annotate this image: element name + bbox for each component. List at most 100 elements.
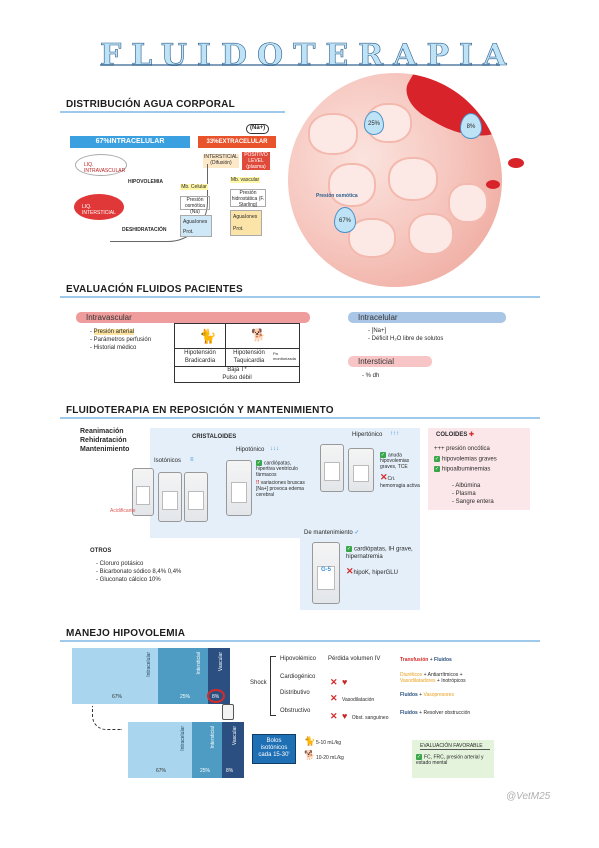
section-title-fluidoterapia: FLUIDOTERAPIA EN REPOSICIÓN Y MANTENIMIE… bbox=[66, 405, 334, 416]
vital-signs-table: 🐈 🐕 Hipotensión Bradicardia Hipotensión … bbox=[174, 323, 300, 383]
intracelular-pill: Intracelular bbox=[348, 312, 506, 323]
perdida-label: Pérdida volumen IV bbox=[328, 656, 381, 662]
bolus-text: Bolos isotónicos cada 15-30' bbox=[258, 738, 290, 759]
note-check: ✓cardiópatas, IH grave, hipernatremia bbox=[346, 546, 416, 562]
section-underline bbox=[60, 640, 540, 642]
note-warning: !! variaciones bruscas [Na+] provoca ede… bbox=[256, 480, 308, 498]
extracellular-header: 33%EXTRACELULAR bbox=[198, 136, 276, 148]
isotonicos-label: Isotónicos bbox=[154, 458, 182, 464]
highlight-circle bbox=[207, 689, 225, 703]
evaluation-box: EVALUACIÓN FAVORABLE ✓FC, FRC, presión a… bbox=[412, 740, 494, 778]
table-divider bbox=[175, 366, 299, 367]
red-blood-cell bbox=[508, 158, 524, 168]
intersticial-list: - % dh bbox=[362, 372, 379, 380]
coloides-panel bbox=[428, 428, 530, 510]
bar-label: Intracelular bbox=[146, 652, 152, 677]
check-icon: ✓ bbox=[256, 460, 262, 466]
section-title-evaluacion: EVALUACIÓN FLUIDOS PACIENTES bbox=[66, 284, 243, 295]
note-check: ✓cardiópatas, hipertiva ventrículo fárma… bbox=[256, 460, 308, 478]
treat-text: Antiarrítmicos bbox=[427, 672, 459, 678]
bag-mantenimiento: G-5 bbox=[312, 542, 340, 604]
indications-list: Reanimación Rehidratación Mantenimiento bbox=[80, 427, 129, 454]
hipotonico-label: Hipotónico bbox=[236, 447, 265, 453]
dog-icon: 🐕 bbox=[304, 750, 316, 760]
vascular-label: POSITIVO LEVEL (plasma) bbox=[242, 152, 270, 170]
intravascular-list: - Presión arterial - Parámetros perfusió… bbox=[90, 328, 151, 352]
obst-note: Obst. sanguíneo bbox=[351, 715, 389, 721]
note-text: cardiópatas, IH grave, hipernatremia bbox=[346, 546, 413, 561]
section-underline bbox=[60, 111, 285, 113]
hipertonico-notes: ✓anuda hipovolemias graves, TCE ✕Cri. he… bbox=[380, 452, 420, 489]
treat-text: Fluidos bbox=[400, 710, 418, 716]
tissue-cell bbox=[448, 183, 488, 223]
indication-item: Mantenimiento bbox=[80, 446, 130, 454]
cat-icon: 🐈 bbox=[304, 736, 316, 746]
bolus-box bbox=[252, 734, 296, 764]
water-drop-intersticial: 25% bbox=[364, 111, 384, 135]
list-item: - Déficit H₂O libre de solutos bbox=[368, 336, 444, 343]
hipotonico-arrows: ↓↓↓ bbox=[270, 446, 279, 452]
bar-chart-bottom: Intracelular Intersticial Vascular 67% 2… bbox=[128, 722, 244, 778]
iones-label: Iones bbox=[195, 219, 208, 225]
bar-intersticial bbox=[192, 722, 222, 778]
bag-hipertonico-1 bbox=[320, 444, 344, 492]
note-text: hipoK, hiperGLU bbox=[353, 569, 398, 576]
mb-vascular-label: Mb. vascular bbox=[230, 177, 260, 183]
section-title-distribucion: DISTRIBUCIÓN AGUA CORPORAL bbox=[66, 99, 235, 110]
note-x: ✕hipoK, hiperGLU bbox=[346, 566, 416, 578]
bar-intersticial bbox=[158, 648, 208, 704]
obst-cell: ✕ ♥ Obst. sanguíneo bbox=[330, 706, 389, 724]
evaluation-body: FC, FRC, presión arterial y estado menta… bbox=[416, 754, 484, 767]
treat-text: Inotrópicos bbox=[441, 678, 466, 684]
shock-type: Hipovolémico bbox=[280, 656, 317, 662]
list-item-text: Gluconato cálcico 10% bbox=[99, 577, 161, 584]
section-underline bbox=[60, 296, 540, 298]
table-divider bbox=[225, 324, 226, 366]
liq-intravascular-label: LIQ. INTRAVASCULAR bbox=[84, 162, 126, 174]
bag-hipotonico bbox=[226, 460, 252, 516]
note-text: cardiópatas, hipertiva ventrículo fármac… bbox=[256, 460, 298, 479]
list-item: - Bicarbonato sódico 8,4% 0,4% bbox=[96, 569, 182, 576]
title-underline bbox=[100, 64, 500, 66]
coloides-title: COLOIDES ✚ bbox=[436, 432, 474, 440]
list-item: - Gluconato cálcico 10% bbox=[96, 577, 161, 584]
pct-vascular: 8% bbox=[466, 124, 476, 130]
dog-signs: Hipotensión Taquicardia bbox=[233, 350, 265, 364]
hipertonico-arrows: ↑↑↑ bbox=[390, 431, 399, 437]
note-x: ✕Cri. hemorragia activa bbox=[380, 472, 420, 489]
coloides-content: +++ presión oncótica ✓hipovolemias grave… bbox=[434, 446, 528, 506]
list-item: - Parámetros perfusión bbox=[90, 337, 152, 344]
dist-note: Vasodilatación bbox=[342, 697, 375, 703]
bar-intracelular bbox=[128, 722, 192, 778]
bar-intracelular bbox=[72, 648, 158, 704]
list-item-text: Presión arterial bbox=[93, 329, 135, 335]
list-item-text: Déficit H₂O libre de solutos bbox=[371, 336, 444, 343]
bar-pct: 25% bbox=[200, 768, 211, 774]
acidificante-label: Acidificante bbox=[110, 508, 136, 514]
table-divider bbox=[175, 348, 299, 349]
evaluation-title: EVALUACIÓN FAVORABLE bbox=[420, 743, 490, 750]
watermark: @VetM25 bbox=[506, 791, 551, 802]
tissue-cell bbox=[348, 218, 396, 258]
isotonic-icon: ≡ bbox=[190, 457, 194, 463]
cat-dose: 5-10 mL/kg bbox=[316, 740, 342, 746]
cat-icon: 🐈 bbox=[199, 328, 217, 344]
heart-icon: ♥ bbox=[342, 677, 348, 687]
list-item: - Plasma bbox=[452, 490, 476, 497]
list-item-text: Sangre entera bbox=[455, 498, 494, 505]
prot-label-2: Prot. bbox=[233, 226, 244, 232]
x-icon: ✕ bbox=[330, 693, 338, 703]
check-small-icon: ✓ bbox=[354, 530, 360, 536]
otros-list: - Cloruro potásico - Bicarbonato sódico … bbox=[96, 560, 181, 584]
treat-text: Resolver obstrucción bbox=[423, 710, 471, 716]
tissue-cell bbox=[328, 163, 376, 207]
bar-label: Intracelular bbox=[180, 726, 186, 751]
list-item: - % dh bbox=[362, 373, 380, 379]
water-distribution-diagram: 67%INTRACELULAR 33%EXTRACELULAR (Na+) IN… bbox=[70, 122, 285, 242]
list-item-text: Plasma bbox=[455, 490, 476, 497]
bar-label: Vascular bbox=[232, 726, 238, 746]
dog-dose: 10-20 mL/kg bbox=[316, 755, 344, 761]
tissue-cell bbox=[388, 157, 438, 201]
shock-type: Obstructivo bbox=[280, 708, 311, 714]
bar-pct: 8% bbox=[226, 768, 234, 774]
